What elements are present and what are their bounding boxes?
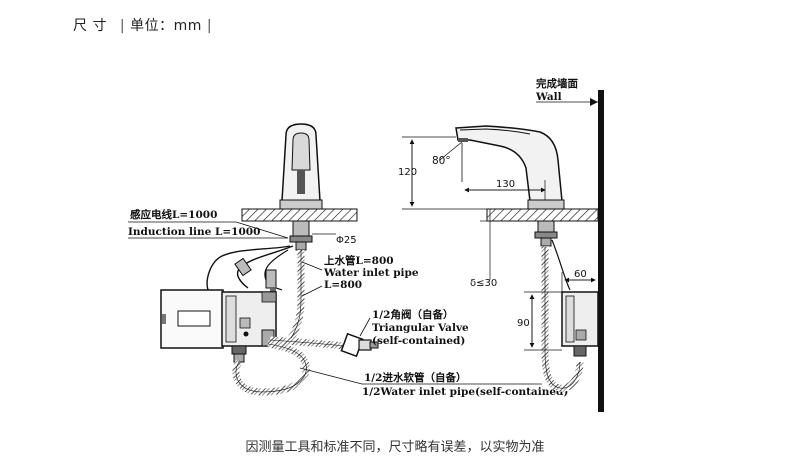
angle-label: 80° (432, 155, 451, 167)
control-box (160, 289, 277, 349)
inlet-pipe-label-cn: 上水管L=800 (324, 254, 394, 267)
disclaimer-caption: 因测量工具和标准不同，尺寸略有误差，以实物为准 (245, 440, 545, 455)
thickness-dimension: δ≤30 (470, 278, 497, 289)
valve-label-cn: 1/2角阀（自备） (372, 308, 453, 321)
induction-cable (206, 245, 291, 291)
hose-label-cn: 1/2进水软管（自备） (364, 371, 466, 384)
box-height-dimension: 90 (517, 318, 530, 329)
height-dimension: 120 (398, 167, 417, 178)
countertop-left (241, 208, 358, 222)
valve-label-en: Triangular Valve (372, 322, 469, 334)
shank (292, 220, 310, 238)
triangular-valve (340, 332, 379, 358)
hose-label-en: 1/2Water inlet pipe(self-contained) (362, 386, 568, 398)
induction-cable-label-en: Induction line L=1000 (128, 226, 260, 238)
valve-note: (self-contained) (372, 335, 465, 347)
header-separator-end: | (206, 18, 213, 34)
induction-cable-label-cn: 感应电线L=1000 (130, 208, 217, 221)
inlet-pipe-label-en: Water inlet pipe (323, 267, 419, 279)
inlet-pipe-length: L=800 (324, 279, 362, 291)
wall-label-en: Wall (535, 91, 562, 103)
box-width-dimension: 60 (574, 269, 587, 280)
diameter-label: Φ25 (336, 235, 357, 246)
header-separator: | (119, 18, 126, 34)
wall-label-cn: 完成墙面 (536, 77, 578, 90)
water-inlet-pipe (286, 250, 305, 342)
control-box-side (561, 291, 599, 357)
reach-dimension: 130 (496, 179, 515, 190)
wall (598, 90, 604, 412)
faucet-front (279, 123, 323, 210)
header-title: 尺 寸 (73, 18, 107, 34)
dimension-header: 尺 寸 | 单位：mm | (73, 15, 212, 35)
faucet-side (455, 125, 565, 210)
header-unit: 单位：mm (130, 18, 202, 34)
countertop-right (486, 208, 599, 222)
